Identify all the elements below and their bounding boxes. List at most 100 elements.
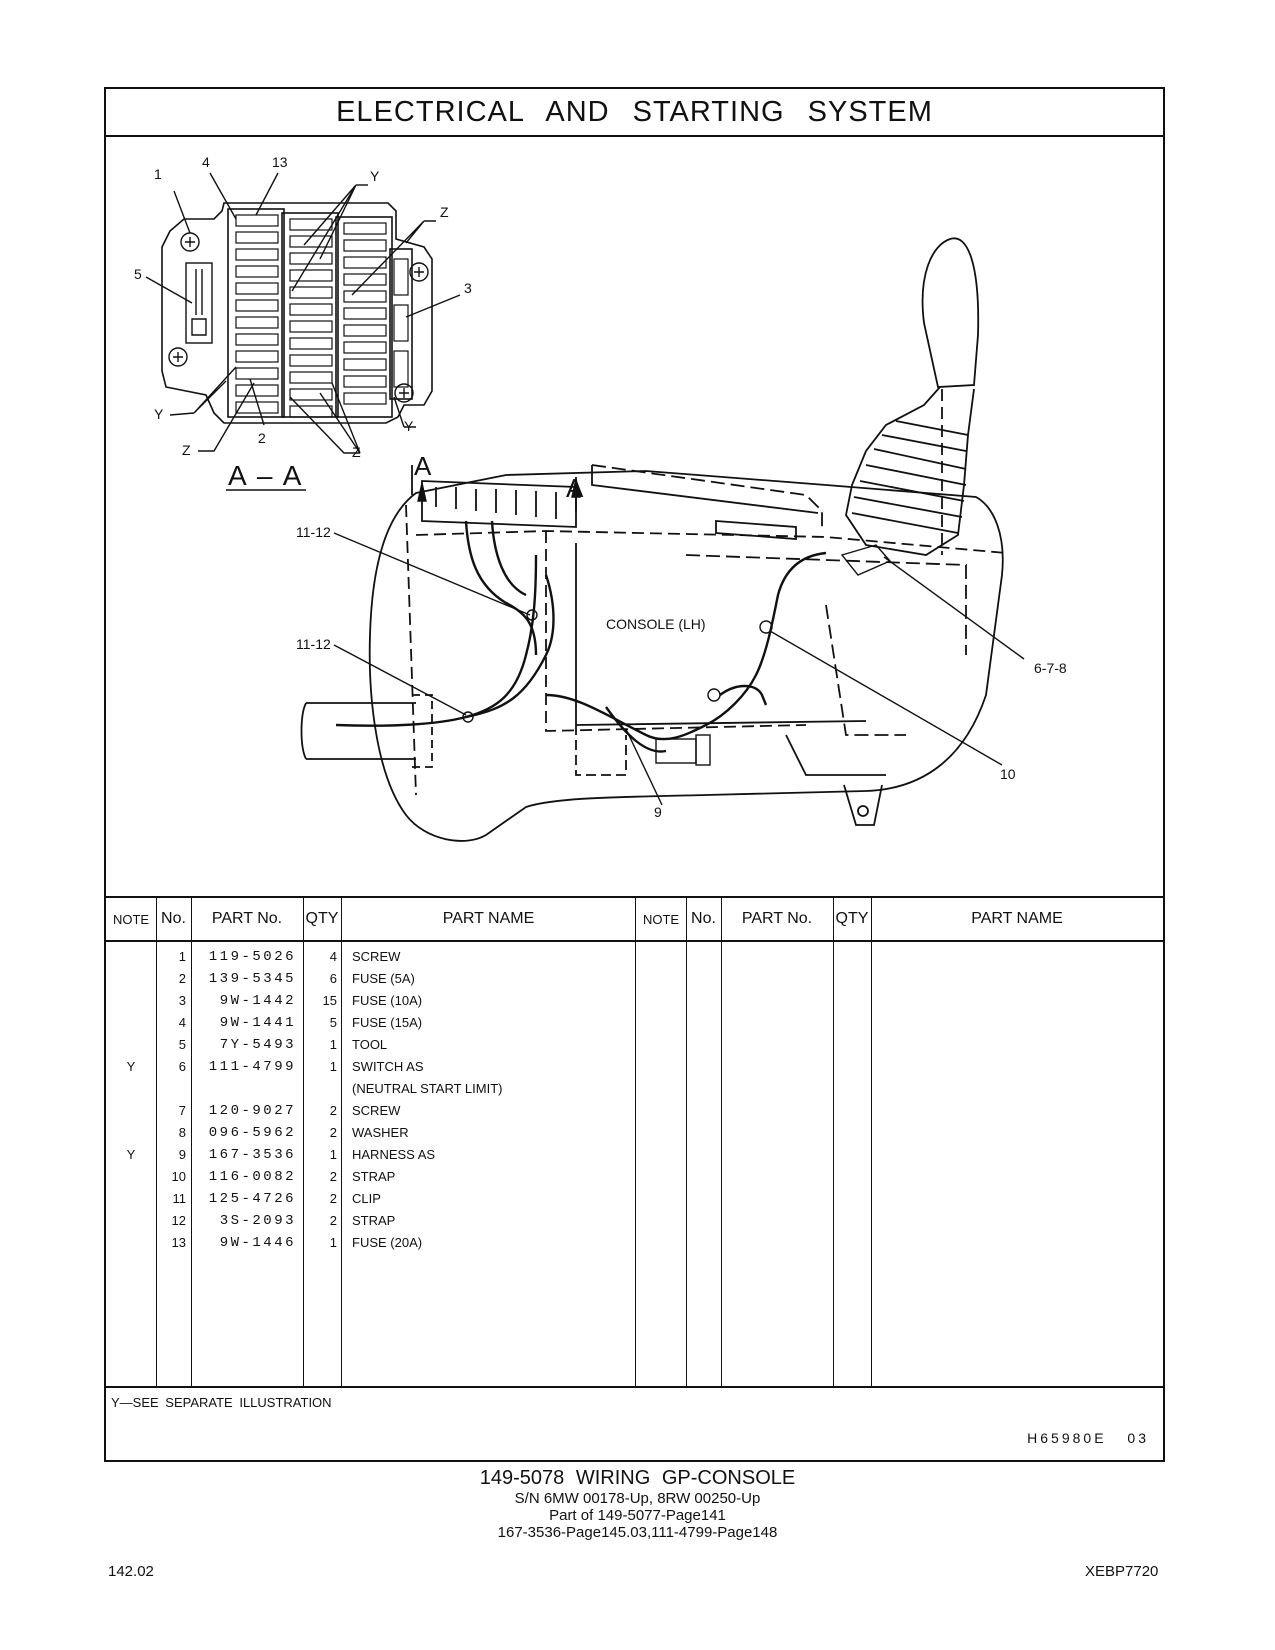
page-number: 142.02 [108,1563,154,1580]
part-name-cell: SWITCH AS [352,1059,424,1074]
header-qty: QTY [833,898,871,942]
header-no: No. [156,898,191,942]
part-name-cell: WASHER [352,1125,409,1140]
item-number-cell: 4 [178,1015,186,1030]
quantity-cell: 2 [329,1169,337,1184]
callout-11-12: 11-12 [296,524,331,540]
parts-table-right: NOTE No. PART No. QTY PART NAME [636,898,1163,1388]
fuse-slot [235,214,279,227]
part-number-cell: 7Y-5493 [219,1037,296,1053]
fuse-slot [343,256,387,269]
item-number-cell: 9 [178,1147,186,1162]
fuse-slot [289,320,333,333]
fuse-slot [393,304,409,342]
quantity-cell: 1 [329,1147,337,1162]
item-number-cell: 3 [178,993,186,1008]
item-number-cell: 7 [178,1103,186,1118]
fuse-slot [343,222,387,235]
header-part-no: PART No. [191,898,303,942]
fuse-slot [343,341,387,354]
callout-5: 5 [134,266,142,282]
fuse-slot [289,371,333,384]
group-caption: 149-5078 WIRING GP-CONSOLE S/N 6MW 00178… [0,1467,1275,1541]
part-name-cell: STRAP [352,1213,396,1228]
part-number-cell: 111-4799 [208,1059,296,1075]
footnote: Y—SEE SEPARATE ILLUSTRATION [111,1395,332,1410]
fuse-slot [343,239,387,252]
fuse-panel-outline [161,202,433,424]
callout-2: 2 [258,430,266,446]
page-frame: ELECTRICAL AND STARTING SYSTEM [104,87,1165,1462]
header-qty: QTY [303,898,341,942]
table-row: 12 3S-2093 2 STRAP [106,1210,636,1232]
fuse-column-4 [389,248,413,400]
cross-reference: 167-3536-Page145.03,111-4799-Page148 [497,1524,778,1541]
callout-10: 10 [1000,766,1016,782]
quantity-cell: 2 [329,1213,337,1228]
quantity-cell: 15 [322,993,337,1008]
part-number-cell: 9W-1446 [219,1235,296,1251]
fuse-slot [289,354,333,367]
document-number: XEBP7720 [1085,1563,1159,1580]
part-number-cell: 167-3536 [208,1147,296,1163]
fuse-column-3 [335,216,393,418]
fuse-slot [343,375,387,388]
part-of-reference: Part of 149-5077-Page141 [549,1507,726,1524]
wiring-diagram-svg: 1 4 13 Y Z 5 3 Y Z 2 Z Y A – A A A 11-12… [134,154,1067,842]
callout-y: Y [404,418,414,434]
quantity-cell: 4 [329,949,337,964]
callout-z: Z [440,204,449,220]
fuse-slot [235,367,279,380]
part-number-cell: 3S-2093 [219,1213,296,1229]
item-number-cell: 10 [171,1169,186,1184]
fuse-puller-tool [185,262,213,344]
item-number-cell: 12 [171,1213,186,1228]
item-number-cell: 5 [178,1037,186,1052]
header-no: No. [686,898,721,942]
fuse-column-1 [227,208,285,418]
quantity-cell: 1 [329,1059,337,1074]
fuse-slot [393,258,409,296]
quantity-cell: 2 [329,1103,337,1118]
strap [707,688,721,702]
fuse-slot [343,307,387,320]
page-title: ELECTRICAL AND STARTING SYSTEM [106,89,1163,137]
item-number-cell: 11 [172,1191,187,1206]
fuse-slot [289,286,333,299]
callout-3: 3 [464,280,472,296]
joystick [845,237,980,556]
fuse-slot [393,350,409,388]
illustration-code: H65980E 03 [1027,1430,1149,1446]
fuse-slot [235,384,279,397]
note-cell: Y [126,1059,136,1074]
panel-screw [168,347,188,367]
fuse-slot [235,333,279,346]
item-number-cell: 1 [178,949,186,964]
part-number-cell: 9W-1441 [219,1015,296,1031]
serial-range: S/N 6MW 00178-Up, 8RW 00250-Up [514,1490,761,1507]
fuse-slot [343,273,387,286]
callout-11-12: 11-12 [296,636,331,652]
clip [526,609,538,621]
part-name-cell: STRAP [352,1169,396,1184]
part-name-cell: SCREW [352,949,401,964]
section-mark: A [566,473,584,503]
part-number-cell: 125-4726 [208,1191,296,1207]
section-mark: A [414,451,432,481]
fuse-rows [235,214,409,418]
item-number-cell: 13 [171,1235,186,1250]
fuse-slot [235,265,279,278]
header-note: NOTE [106,898,156,942]
fuse-slot [235,299,279,312]
